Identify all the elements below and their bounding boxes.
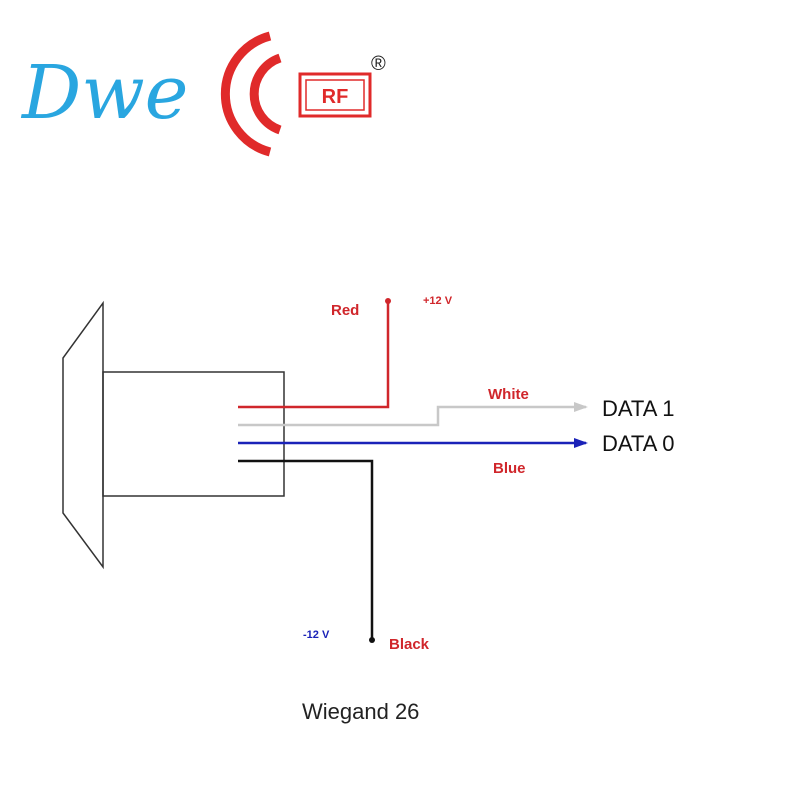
white-wire-label: White — [488, 386, 529, 403]
black-wire — [238, 459, 375, 643]
rf-badge — [298, 72, 372, 118]
card-reader-device — [62, 300, 285, 570]
data1-label: DATA 1 — [602, 396, 675, 421]
signal-arcs-icon — [220, 31, 282, 157]
white-wire — [238, 402, 588, 427]
registered-mark: ® — [371, 53, 386, 75]
diagram-caption: Wiegand 26 — [302, 699, 419, 724]
negative-voltage-label: -12 V — [303, 629, 330, 641]
red-wire-terminal — [385, 298, 391, 304]
reader-front-plate — [62, 300, 104, 570]
reader-body — [102, 371, 285, 497]
black-wire-terminal — [369, 637, 375, 643]
red-wire — [238, 298, 391, 409]
blue-wire-label: Blue — [493, 460, 526, 477]
black-wire-label: Black — [389, 636, 430, 653]
brand-logo: Dwe RF ® — [20, 31, 386, 157]
logo-wordmark: Dwe — [20, 50, 188, 136]
positive-voltage-label: +12 V — [423, 295, 453, 307]
rf-badge-inner — [305, 79, 365, 111]
red-wire-label: Red — [331, 302, 359, 319]
data0-label: DATA 0 — [602, 431, 675, 456]
rf-badge-label: RF — [322, 86, 349, 108]
